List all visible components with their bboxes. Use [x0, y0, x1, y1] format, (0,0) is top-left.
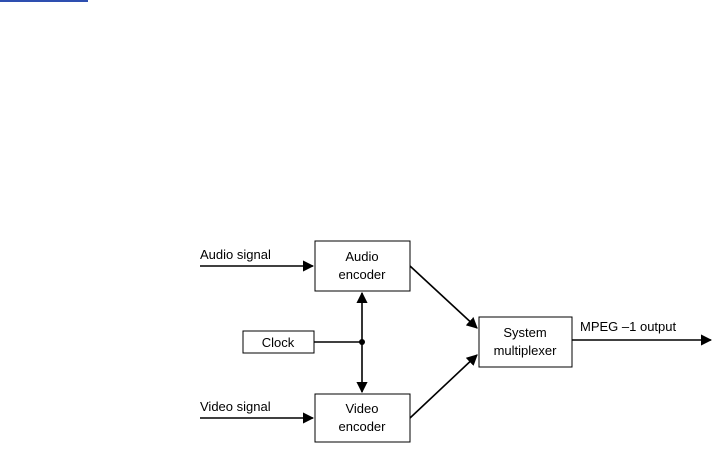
- video-to-mux-arrow: [410, 355, 477, 418]
- video-signal-label: Video signal: [200, 399, 271, 414]
- audio-signal-label: Audio signal: [200, 247, 271, 262]
- video-encoder-label-line1: Video: [345, 401, 378, 416]
- mpeg-output-label: MPEG –1 output: [580, 319, 676, 334]
- system-multiplexer-label-line1: System: [503, 325, 546, 340]
- audio-to-mux-arrow: [410, 266, 477, 328]
- audio-encoder-label-line1: Audio: [345, 249, 378, 264]
- clock-label: Clock: [262, 335, 295, 350]
- audio-encoder-label-line2: encoder: [339, 267, 387, 282]
- system-multiplexer-label-line2: multiplexer: [494, 343, 558, 358]
- video-encoder-label-line2: encoder: [339, 419, 387, 434]
